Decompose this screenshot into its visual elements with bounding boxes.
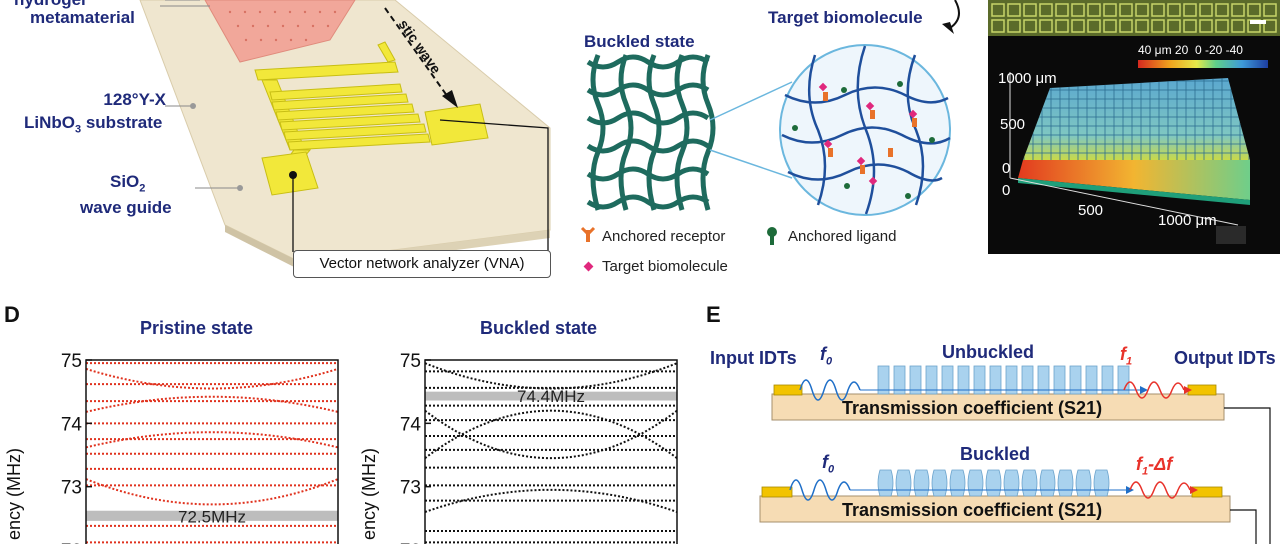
ligand-legend-icon <box>767 227 777 245</box>
f1-delta-label: f1-Δf <box>1136 454 1173 478</box>
pillars-unbuckled <box>877 365 1130 395</box>
transmission-label-row2: Transmission coefficient (S21) <box>842 500 1103 520</box>
target-biomolecule-title: Target biomolecule <box>768 8 923 27</box>
panel-e: Input IDTs f0 Unbuckled f1 Output IDTs T… <box>700 330 1280 544</box>
target-legend-icon <box>583 261 594 272</box>
buckled-label: Buckled <box>960 444 1031 464</box>
microscope-grid <box>991 3 1277 33</box>
panel-c: 40 μm 20 0 -20 -40 1000 μm 500 0 0 500 1… <box>988 0 1280 254</box>
plot-frame <box>424 359 678 549</box>
band-curve <box>85 367 339 390</box>
band-curve <box>85 431 339 449</box>
chart-title-pristine: Pristine state <box>140 318 254 338</box>
x-tick-0: 0 <box>1002 182 1011 199</box>
f1-label: f1 <box>1120 344 1133 368</box>
substrate-label-line2: LiNbO3 substrate <box>24 113 163 136</box>
band-curve <box>424 409 678 460</box>
chart-title-buckled: Buckled state <box>480 318 598 338</box>
saw-schematic <box>759 365 1271 544</box>
y-axis-label: ency (MHz) <box>4 448 24 540</box>
y-tick-1000: 1000 μm <box>998 70 1057 87</box>
output-wave-row1 <box>1123 381 1185 399</box>
colorbar <box>1138 60 1268 68</box>
y-tick-label: 74 <box>61 414 83 435</box>
y-tick-label: 73 <box>61 478 82 499</box>
f0-label-row2: f0 <box>822 452 835 476</box>
output-idts-label: Output IDTs <box>1174 348 1276 368</box>
band-curve <box>85 478 339 506</box>
panel-a: stic wave hydrogel metamaterial 128°Y-X … <box>0 0 560 290</box>
band-curve <box>424 409 678 459</box>
hydrogel-metamaterial-patch <box>204 0 356 63</box>
substrate-label-line1: 128°Y-X <box>103 90 166 109</box>
pillars-buckled <box>877 469 1110 497</box>
output-idt-row2 <box>1191 486 1223 498</box>
legend-ligand: Anchored ligand <box>788 228 897 245</box>
panel-e-letter: E <box>706 302 721 327</box>
unbuckled-label: Unbuckled <box>942 342 1035 362</box>
output-wave-row2 <box>1129 481 1191 499</box>
bandgap-band <box>425 391 677 401</box>
metamaterial-dots <box>228 10 337 42</box>
band-curve <box>424 488 678 513</box>
panel-b: Buckled state Target biomolecule Anchore… <box>570 0 980 290</box>
substrate-row1 <box>771 393 1225 421</box>
wave-arrow <box>384 7 451 101</box>
input-idt-row2 <box>761 486 793 498</box>
bandgap-label: 74.4MHz <box>517 387 585 406</box>
colorbar-label: 40 μm 20 0 -20 -40 <box>1138 43 1243 57</box>
input-idts-label: Input IDTs <box>710 348 797 368</box>
bandgap-band <box>86 510 338 521</box>
f0-label-row1: f0 <box>820 344 833 368</box>
y-tick-label: 75 <box>61 351 82 372</box>
sio2-label: SiO2 <box>110 172 146 195</box>
scale-bar <box>1250 20 1266 24</box>
legend-receptor: Anchored receptor <box>602 228 726 245</box>
substrate-row2 <box>759 495 1231 523</box>
pointer-arrow <box>949 0 960 29</box>
device-illustration: stic wave <box>139 0 551 270</box>
y-axis-label: ency (MHz) <box>359 448 379 540</box>
transmission-label-row1: Transmission coefficient (S21) <box>842 398 1103 418</box>
vna-label: Vector network analyzer (VNA) <box>319 255 525 272</box>
input-idt-row1 <box>773 384 803 396</box>
y-tick-label: 74 <box>400 414 422 435</box>
profile-3d-image <box>988 0 1280 244</box>
buckled-state-title: Buckled state <box>584 32 695 51</box>
band-curve <box>424 362 678 390</box>
hydrogel-label: hydrogel <box>14 0 86 10</box>
legend-target: Target biomolecule <box>602 258 728 275</box>
buckled-mesh-illustration <box>580 0 960 272</box>
receptor-markers <box>823 92 917 174</box>
plot-frame <box>85 359 339 549</box>
y-tick-label: 73 <box>400 478 421 499</box>
zoom-mesh <box>781 45 951 215</box>
x-tick-500: 500 <box>1078 202 1104 219</box>
buckled-mesh <box>586 54 716 211</box>
surface-front-edge <box>1018 160 1250 200</box>
ligand-markers <box>792 81 935 199</box>
y-tick-0: 0 <box>1002 160 1011 177</box>
panel-d-letter: D <box>4 302 20 327</box>
receptor-legend-icon <box>580 226 596 242</box>
input-wave-row2 <box>789 479 851 501</box>
y-tick-500: 500 <box>1000 116 1026 133</box>
metamaterial-label: metamaterial <box>30 8 135 27</box>
output-idt-row1 <box>1187 384 1217 396</box>
x-tick-1000: 1000 μm <box>1158 212 1217 229</box>
band-curve <box>85 395 339 413</box>
idt-electrode <box>254 41 489 196</box>
input-wave-row1 <box>799 379 861 401</box>
waveguide-label: wave guide <box>80 198 172 217</box>
y-tick-label: 75 <box>400 351 421 372</box>
microscope-strip <box>988 0 1280 36</box>
bandgap-label: 72.5MHz <box>178 507 246 526</box>
vna-box: Vector network analyzer (VNA) <box>293 250 551 278</box>
